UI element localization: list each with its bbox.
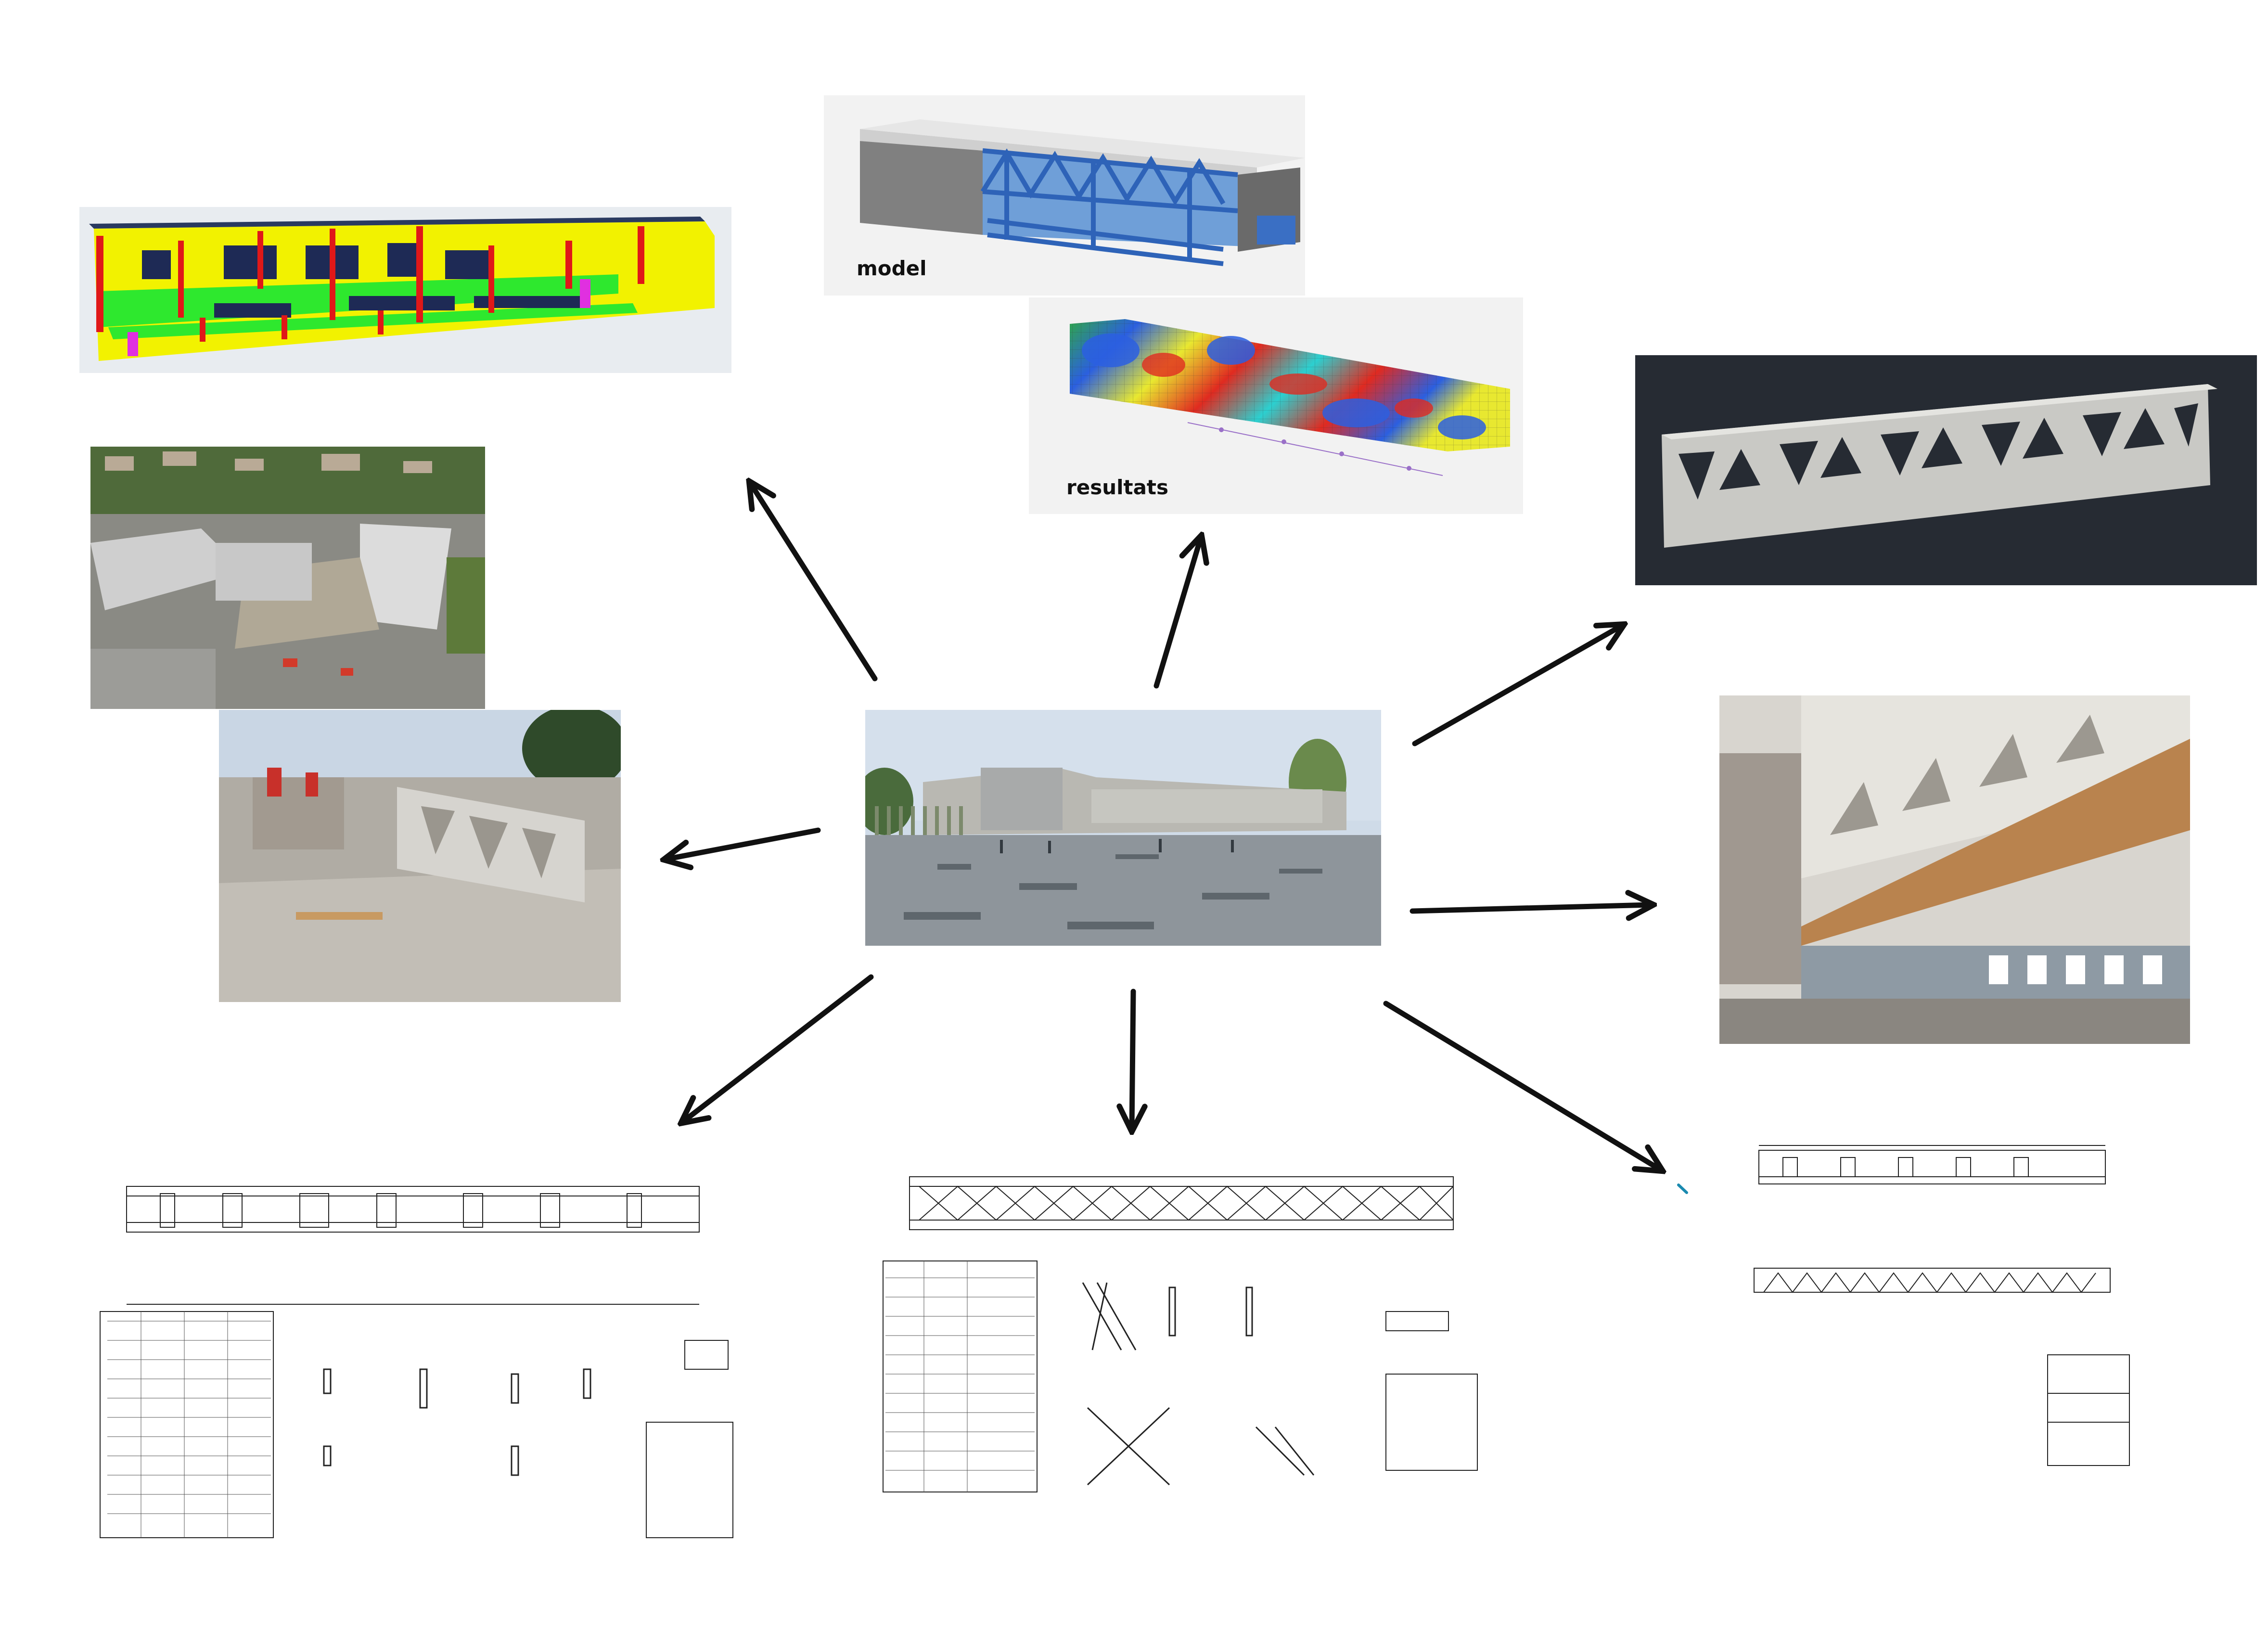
arrow-icon [1383, 1001, 1660, 1170]
central-architectural-render [865, 710, 1381, 946]
arrow-icon [1153, 538, 1201, 689]
site-precast-truss-photo [219, 710, 621, 1002]
arrow-icon [1409, 905, 1651, 911]
arrow-icon [751, 484, 878, 681]
model-caption: model [857, 257, 927, 280]
interior-hall-photo [1719, 695, 2190, 1044]
truss-beam-render-image [1635, 355, 2257, 585]
arrow-icon [1412, 626, 1622, 746]
arrow-icon [1132, 989, 1133, 1129]
resultats-caption: resultats [1066, 476, 1168, 499]
reinforcement-drawing-sheet-1 [98, 1157, 738, 1543]
aerial-construction-photo [90, 447, 485, 709]
structural-model-image: model [824, 95, 1305, 296]
truss-reinforcement-drawing-sheet [881, 1138, 1480, 1494]
arrow-icon [683, 974, 874, 1121]
fem-results-image: resultats [1029, 297, 1523, 514]
arrow-icon [666, 827, 821, 859]
facade-drawing-sheet [1735, 1124, 2134, 1470]
bim-color-model-image [79, 207, 731, 373]
